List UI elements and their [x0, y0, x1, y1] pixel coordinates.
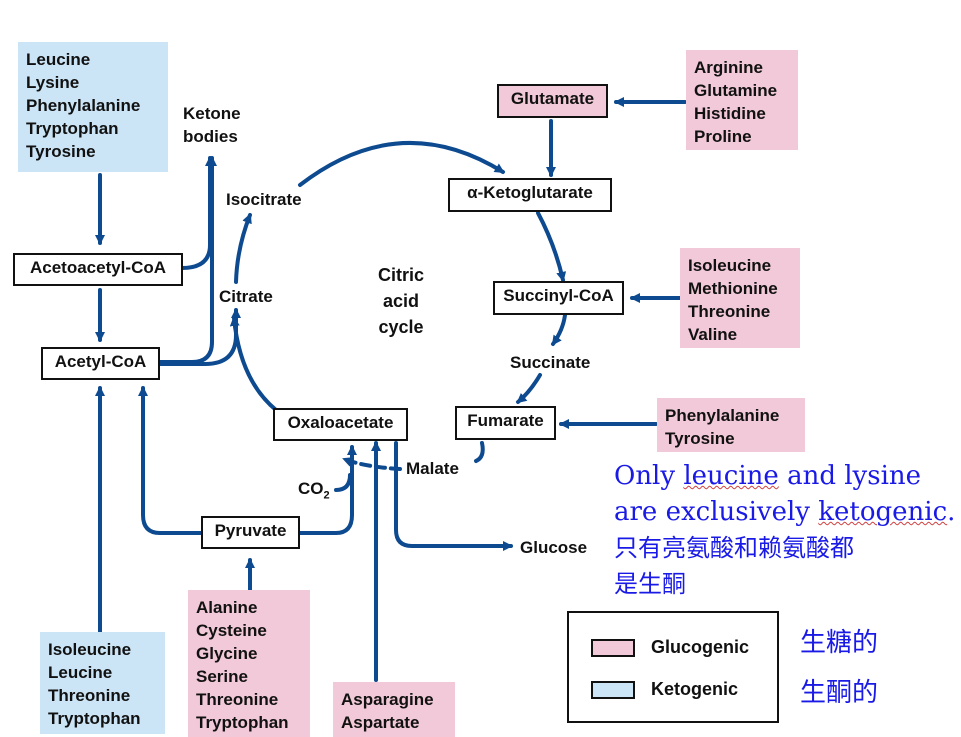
- arrow-co2-input: [334, 473, 352, 492]
- arrow-oxaloacetate-to-glucose: [394, 441, 513, 551]
- amino-acid: Glycine: [196, 644, 258, 663]
- note-line-4: 是生酮: [614, 570, 686, 598]
- legend-cn-glucogenic: 生糖的: [800, 628, 879, 658]
- amino-acid: Tryptophan: [48, 709, 141, 728]
- note-line-3: 只有亮氨酸和赖氨酸都: [614, 534, 854, 562]
- arrow-succinyl-to-succinate: [551, 313, 567, 346]
- amino-acid: Serine: [196, 667, 248, 686]
- arrow-pyruvate-to-acetyl: [138, 386, 205, 535]
- amino-acid: Threonine: [196, 690, 279, 709]
- amino-acid: Cysteine: [196, 621, 267, 640]
- amino-acid: Glutamine: [694, 81, 778, 100]
- legend-swatch-glucogenic: [591, 639, 635, 657]
- amino-acid: Valine: [688, 325, 738, 344]
- arrow-acetyl-to-citrate: [158, 308, 241, 366]
- legend-label-ketogenic: Ketogenic: [651, 679, 739, 699]
- amino-acid: Tryptophan: [26, 119, 119, 138]
- amino-acid: Proline: [694, 127, 752, 146]
- amino-acid: Aspartate: [341, 713, 420, 732]
- amino-acid: Asparagine: [341, 690, 434, 709]
- arrow-citrate-to-isocitrate: [234, 213, 252, 284]
- arrow-fumarate-to-malate: [474, 441, 485, 463]
- amino-acid: Histidine: [694, 104, 766, 123]
- ketogenic-group-top-left: Leucine Lysine Phenylalanine Tryptophan …: [18, 42, 168, 172]
- label-citrate: Citrate: [219, 287, 273, 306]
- node-fumarate: Fumarate: [455, 406, 556, 440]
- amino-acid: Isoleucine: [48, 640, 132, 659]
- amino-acid: Methionine: [688, 279, 778, 298]
- label-citric-acid-cycle: Citric acid cycle: [377, 265, 424, 337]
- legend-swatch-ketogenic: [591, 681, 635, 699]
- amino-acid: Phenylalanine: [26, 96, 141, 115]
- label-isocitrate: Isocitrate: [226, 190, 302, 209]
- label-co2: CO2: [298, 479, 330, 502]
- amino-acid: Threonine: [48, 686, 131, 705]
- amino-acid: Tyrosine: [26, 142, 96, 161]
- label-ketone-bodies: Ketone bodies: [183, 104, 241, 146]
- glucogenic-group-oxaloacetate: Asparagine Aspartate: [333, 682, 455, 737]
- glucogenic-group-pyruvate: Alanine Cysteine Glycine Serine Threonin…: [188, 590, 310, 737]
- label-malate: Malate: [406, 459, 459, 478]
- glucogenic-group-fumarate: Phenylalanine Tyrosine: [657, 398, 805, 452]
- node-acetoacetyl-coa: Acetoacetyl-CoA: [13, 253, 183, 286]
- arrow-acetyl-to-ketone: [158, 156, 217, 364]
- amino-acid: Tyrosine: [665, 429, 735, 448]
- arrow-pyruvate-to-oxaloacetate: [298, 445, 357, 535]
- ketogenic-group-bottom-left: Isoleucine Leucine Threonine Tryptophan: [40, 632, 165, 734]
- legend: Glucogenic Ketogenic: [567, 611, 779, 723]
- arrow-oxaloacetate-to-citrate: [229, 316, 278, 412]
- note-line-1: Only leucine and lysine: [614, 461, 922, 491]
- node-alpha-ketoglutarate: α-Ketoglutarate: [448, 178, 612, 212]
- annotation-note: Only leucine and lysine are exclusively …: [614, 458, 955, 602]
- amino-acid: Arginine: [694, 58, 763, 77]
- legend-label-glucogenic: Glucogenic: [651, 637, 750, 657]
- node-pyruvate: Pyruvate: [201, 516, 300, 549]
- glucogenic-group-glutamate: Arginine Glutamine Histidine Proline: [686, 50, 798, 150]
- arrow-succinate-to-fumarate: [516, 373, 542, 404]
- amino-acid: Lysine: [26, 73, 80, 92]
- arrow-acetoacetyl-to-ketone: [180, 156, 215, 270]
- amino-acid: Leucine: [48, 663, 113, 682]
- amino-acid: Tryptophan: [196, 713, 289, 732]
- label-succinate: Succinate: [510, 353, 591, 372]
- amino-acid: Alanine: [196, 598, 258, 617]
- note-line-2: are exclusively ketogenic.: [614, 497, 956, 527]
- glucogenic-group-succinyl: Isoleucine Methionine Threonine Valine: [680, 248, 800, 348]
- node-acetyl-coa: Acetyl-CoA: [41, 347, 160, 380]
- amino-acid: Phenylalanine: [665, 406, 780, 425]
- legend-cn-ketogenic: 生酮的: [800, 678, 879, 708]
- arrow-akg-to-succinyl: [536, 211, 567, 282]
- node-glutamate: Glutamate: [497, 84, 608, 118]
- amino-acid: Leucine: [26, 50, 91, 69]
- node-succinyl-coa: Succinyl-CoA: [493, 281, 624, 315]
- amino-acid: Threonine: [688, 302, 771, 321]
- arrow-isocitrate-to-akg: [298, 140, 505, 187]
- label-glucose: Glucose: [520, 538, 588, 557]
- amino-acid: Isoleucine: [688, 256, 772, 275]
- node-oxaloacetate: Oxaloacetate: [273, 408, 408, 441]
